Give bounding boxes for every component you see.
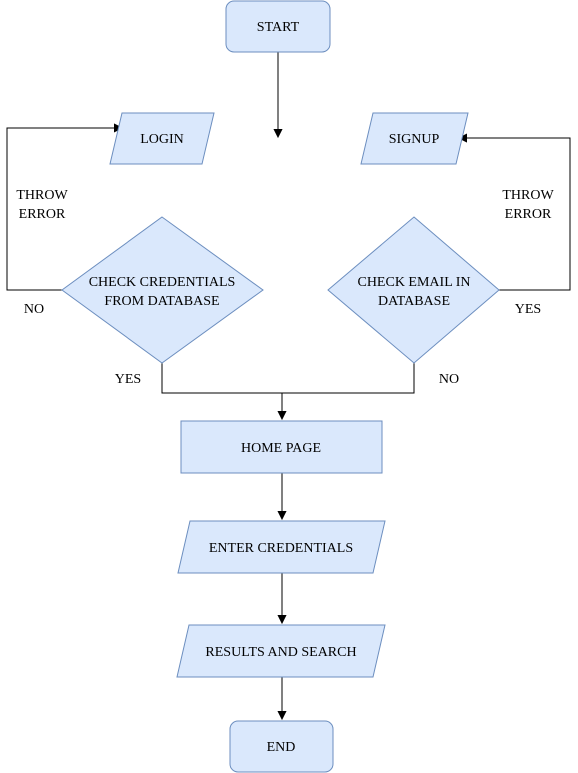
yes-label-right: YES bbox=[515, 302, 541, 317]
throw-error-right-line2: ERROR bbox=[505, 207, 552, 222]
start-label: START bbox=[257, 20, 300, 35]
enter-credentials-label: ENTER CREDENTIALS bbox=[209, 541, 353, 556]
check-credentials-label-line2: FROM DATABASE bbox=[104, 294, 219, 309]
login-label: LOGIN bbox=[140, 132, 184, 147]
edges bbox=[6, 52, 571, 719]
results-and-search-node: RESULTS AND SEARCH bbox=[176, 624, 386, 678]
end-label: END bbox=[267, 740, 296, 755]
throw-error-right-line1: THROW bbox=[502, 188, 554, 203]
edge-credentials-no-to-login bbox=[6, 128, 122, 291]
check-credentials-label-line1: CHECK CREDENTIALS bbox=[89, 275, 236, 290]
start-node: START bbox=[225, 0, 331, 53]
home-page-node: HOME PAGE bbox=[180, 420, 383, 474]
results-and-search-label: RESULTS AND SEARCH bbox=[205, 645, 356, 660]
yes-label-left: YES bbox=[115, 372, 141, 387]
check-email-label-line2: DATABASE bbox=[378, 294, 450, 309]
signup-node: SIGNUP bbox=[360, 112, 469, 165]
edge-email-yes-to-signup bbox=[459, 138, 571, 291]
login-node: LOGIN bbox=[109, 112, 215, 165]
no-label-right: NO bbox=[439, 372, 459, 387]
edge-merge-to-home bbox=[161, 363, 415, 394]
check-credentials-decision: CHECK CREDENTIALS FROM DATABASE bbox=[61, 216, 264, 364]
signup-label: SIGNUP bbox=[389, 132, 440, 147]
no-label-left: NO bbox=[24, 302, 44, 317]
throw-error-left-line2: ERROR bbox=[19, 207, 66, 222]
check-email-decision: CHECK EMAIL IN DATABASE bbox=[327, 216, 500, 364]
throw-error-left-line1: THROW bbox=[16, 188, 68, 203]
edge-labels: THROW ERROR THROW ERROR NO YES NO YES bbox=[16, 188, 554, 387]
check-email-label-line1: CHECK EMAIL IN bbox=[357, 275, 470, 290]
enter-credentials-node: ENTER CREDENTIALS bbox=[177, 520, 386, 574]
end-node: END bbox=[229, 720, 334, 773]
home-page-label: HOME PAGE bbox=[241, 441, 321, 456]
